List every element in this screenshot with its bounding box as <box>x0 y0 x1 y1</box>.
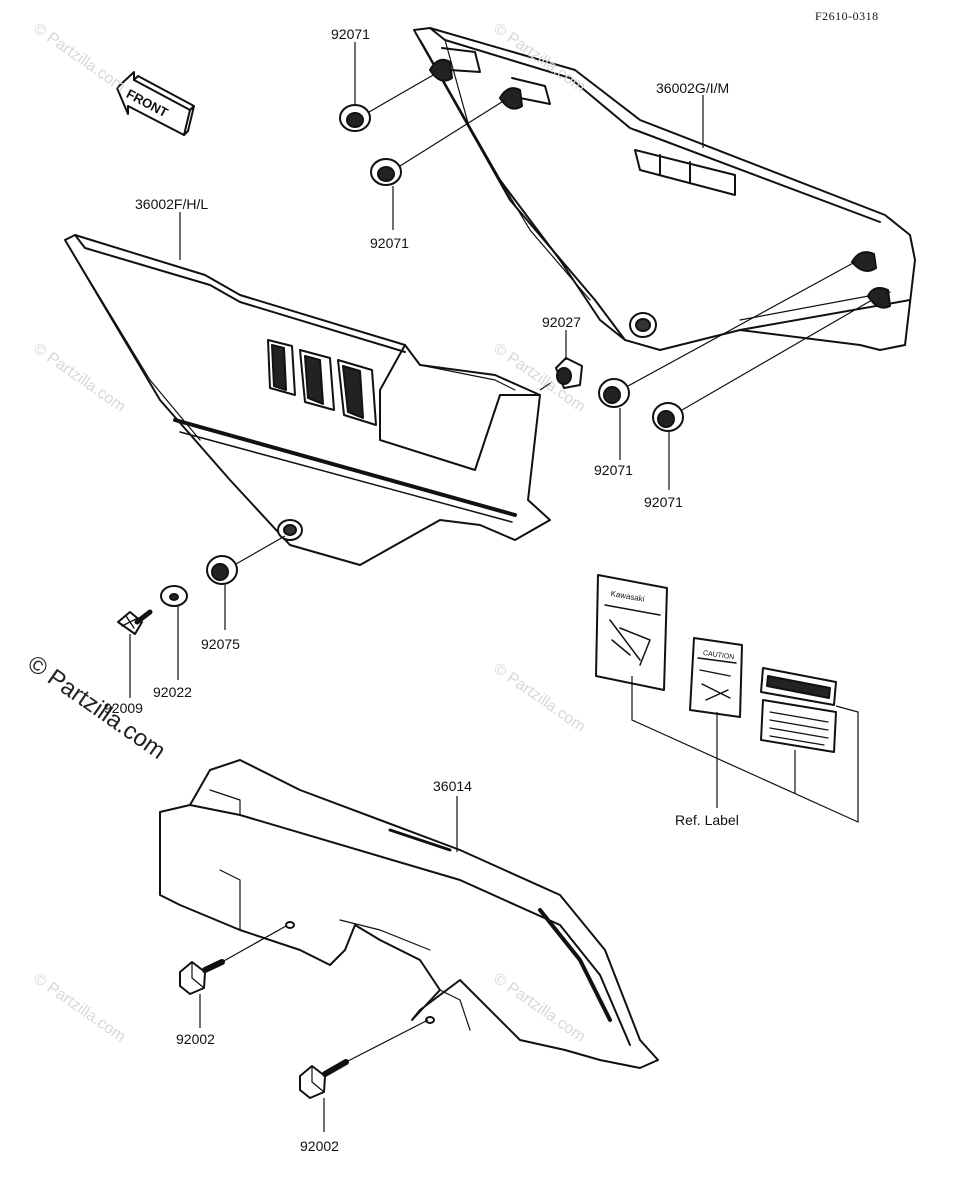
front-arrow-icon <box>116 71 195 136</box>
leader-92071-d2 <box>681 299 873 411</box>
part-label-92002-a: 92002 <box>176 1031 215 1047</box>
part-label-92075: 92075 <box>201 636 240 652</box>
part-label-92071-d: 92071 <box>644 494 683 510</box>
collar-icon <box>555 357 583 389</box>
part-label-92009: 92009 <box>104 700 143 716</box>
decal-caution <box>689 637 743 718</box>
washer-icon <box>160 585 188 607</box>
leader-92071-b2 <box>399 99 506 167</box>
leader-92071-c2 <box>627 261 856 387</box>
part-label-92027: 92027 <box>542 314 581 330</box>
ref-bracket-a <box>631 676 859 823</box>
part-label-92002-b: 92002 <box>300 1138 339 1154</box>
bolt-icon-1 <box>179 959 225 995</box>
grommet-icon-4 <box>652 402 684 432</box>
part-label-92071-a: 92071 <box>331 26 370 42</box>
screw-icon <box>117 609 153 635</box>
part-label-92071-b: 92071 <box>370 235 409 251</box>
part-label-36014: 36014 <box>433 778 472 794</box>
ref-label: Ref. Label <box>675 812 739 828</box>
decal-warning-bottom <box>760 699 837 753</box>
part-label-92022: 92022 <box>153 684 192 700</box>
chain-cover <box>159 759 659 1069</box>
grommet-icon-1 <box>339 104 371 132</box>
part-label-36002fhl: 36002F/H/L <box>135 196 209 212</box>
leader-92027b <box>539 381 553 391</box>
side-cover-left <box>64 234 551 566</box>
leader-92071-a2 <box>368 73 436 113</box>
decal-warning-top <box>760 667 837 706</box>
figure-code: F2610-0318 <box>815 9 879 23</box>
part-label-92071-c: 92071 <box>594 462 633 478</box>
grommet-icon-2 <box>370 158 402 186</box>
grommet-icon-3 <box>598 378 630 408</box>
bolt-icon-2 <box>299 1059 349 1099</box>
leader-92075b <box>235 535 286 565</box>
side-cover-right <box>413 27 916 351</box>
decal-kawasaki <box>595 574 668 691</box>
grommet-icon-5 <box>206 555 238 585</box>
leader-92002-a2 <box>221 925 287 963</box>
part-label-36002gim: 36002G/I/M <box>656 80 730 96</box>
leader-92002-b2 <box>345 1019 429 1063</box>
